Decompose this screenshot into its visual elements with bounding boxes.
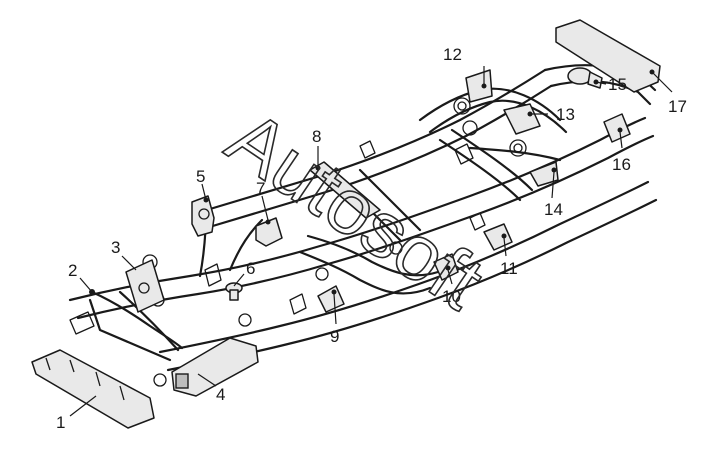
part-10-mount[interactable] xyxy=(433,253,459,281)
watermark-text: Autosoft xyxy=(212,93,499,326)
callout-12: 12 xyxy=(443,45,462,64)
callout-16: 16 xyxy=(612,155,631,174)
callout-6: 6 xyxy=(246,259,255,278)
callout-14: 14 xyxy=(544,200,563,219)
callout-8: 8 xyxy=(312,127,321,146)
callout-labels: 1 2 3 4 5 6 7 8 9 10 11 12 13 14 15 16 1… xyxy=(56,45,687,432)
callout-1: 1 xyxy=(56,413,65,432)
callout-15: 15 xyxy=(608,75,627,94)
callout-3: 3 xyxy=(111,238,120,257)
callout-13: 13 xyxy=(556,105,575,124)
part-12-bracket[interactable] xyxy=(465,69,493,103)
part-14-bracket[interactable] xyxy=(529,161,559,187)
leader-lines xyxy=(69,66,673,417)
part-4-crossmember[interactable] xyxy=(171,337,259,397)
callout-7: 7 xyxy=(256,179,265,198)
callout-9: 9 xyxy=(330,327,339,346)
part-6-bolt[interactable] xyxy=(225,282,243,301)
part-7-mount[interactable] xyxy=(255,217,283,247)
part-5-mount[interactable] xyxy=(191,195,215,237)
callout-10: 10 xyxy=(442,287,461,306)
part-1-skid-plate[interactable] xyxy=(31,349,155,429)
callout-5: 5 xyxy=(196,167,205,186)
part-15-hitch[interactable] xyxy=(567,67,603,89)
callout-2: 2 xyxy=(68,261,77,280)
part-13-bracket[interactable] xyxy=(503,103,541,135)
part-8-plate[interactable] xyxy=(309,161,381,219)
callout-11: 11 xyxy=(500,259,518,278)
part-9-mount[interactable] xyxy=(317,285,345,313)
frame-cross-members xyxy=(88,87,568,362)
part-3-bracket[interactable] xyxy=(125,259,165,313)
callout-4: 4 xyxy=(216,385,225,404)
callout-17: 17 xyxy=(668,97,687,116)
part-16-mount[interactable] xyxy=(603,113,631,143)
